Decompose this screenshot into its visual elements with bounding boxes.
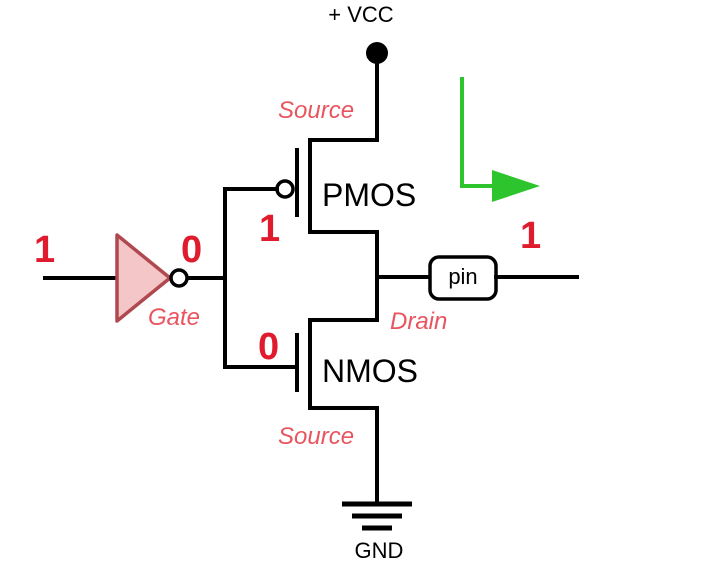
nmos-source-label: Source xyxy=(278,423,354,450)
nmos-gate-value: 0 xyxy=(258,326,279,368)
output-pin-label: pin xyxy=(448,264,477,289)
vcc-label: + VCC xyxy=(328,2,394,27)
drain-label: Drain xyxy=(390,308,447,335)
ground-icon xyxy=(342,501,412,531)
pmos-gate-bubble xyxy=(275,179,295,199)
buffer-output-value: 0 xyxy=(181,229,202,271)
input-value: 1 xyxy=(34,229,55,271)
nmos-label: NMOS xyxy=(322,353,418,389)
gnd-label: GND xyxy=(355,538,404,563)
output-value: 1 xyxy=(520,215,541,257)
pmos-gate-value: 1 xyxy=(259,208,280,250)
gate-label: Gate xyxy=(148,304,200,331)
buffer-inversion-bubble xyxy=(169,268,189,288)
pmos-source-label: Source xyxy=(278,97,354,124)
pmos-label: PMOS xyxy=(322,177,416,213)
current-arrow-icon xyxy=(460,77,540,202)
buffer-triangle xyxy=(115,233,172,323)
